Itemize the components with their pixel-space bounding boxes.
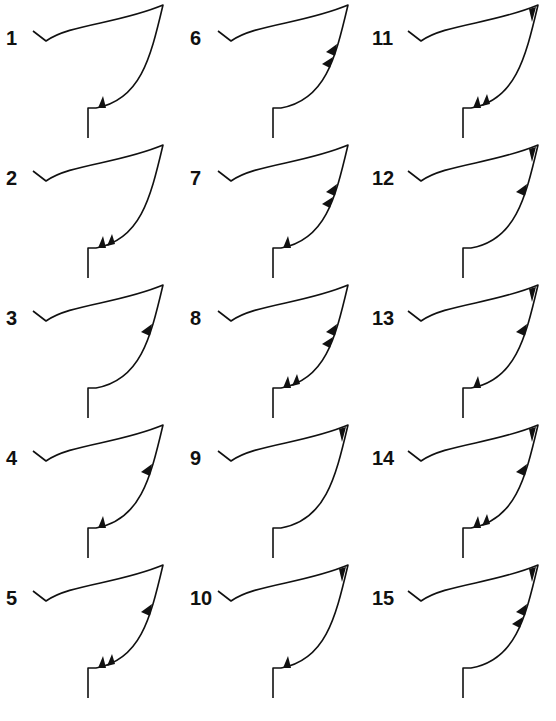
callout-number: 11 [372,28,393,48]
fin-panel [408,145,538,278]
fin-panel [218,145,348,278]
callout-number: 2 [6,168,17,188]
fin-panel [33,145,163,278]
fin-panel [218,425,348,558]
fin-panel [408,5,538,138]
fin-panel [408,565,538,698]
fin-panel [408,425,538,558]
callout-number: 3 [6,308,17,328]
callout-number: 5 [6,588,17,608]
callout-number: 12 [372,168,394,188]
callout-number: 1 [6,28,17,48]
fin-panel [33,5,163,138]
callout-number: 13 [372,308,394,328]
fin-panel [33,425,163,558]
fin-panel [408,285,538,418]
fin-panel [218,285,348,418]
fin-panel [33,285,163,418]
callout-number: 7 [190,168,201,188]
callout-number: 9 [190,448,201,468]
callout-number: 15 [372,588,394,608]
callout-number: 14 [372,448,394,468]
fin-panel [218,5,348,138]
callout-number: 6 [190,28,201,48]
callout-number: 8 [190,308,201,328]
callout-number: 4 [6,448,17,468]
fin-panel [218,565,348,698]
callout-number: 10 [190,588,212,608]
fin-panel [33,565,163,698]
